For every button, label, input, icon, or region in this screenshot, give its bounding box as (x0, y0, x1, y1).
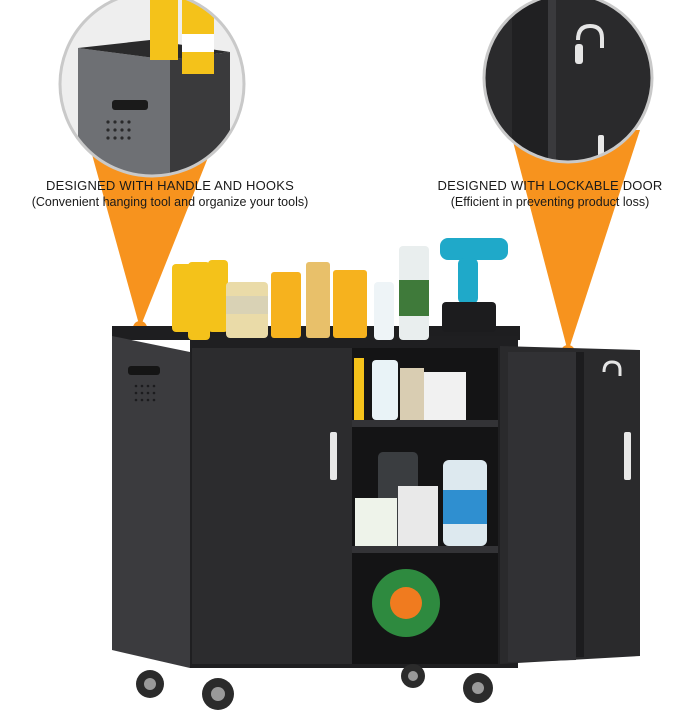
feature-subtitle-handle: (Convenient hanging tool and organize yo… (31, 195, 309, 209)
feature-subtitle-lock: (Efficient in preventing product loss) (450, 195, 650, 209)
left-door-handle (330, 432, 337, 480)
zoom-circle-handle (58, 0, 246, 178)
zoom-circle-lock (482, 0, 654, 164)
top-items (172, 238, 508, 340)
feature-title-lock: DESIGNED WITH LOCKABLE DOOR (437, 178, 663, 193)
feature-caption-handle: DESIGNED WITH HANDLE AND HOOKS (Convenie… (0, 178, 340, 209)
feature-title-handle: DESIGNED WITH HANDLE AND HOOKS (46, 178, 294, 193)
wheels (136, 664, 493, 710)
cabinet-contents (354, 358, 487, 637)
callout-cone-left (88, 140, 215, 328)
callout-cone-right (510, 130, 640, 352)
right-door-handle (624, 432, 631, 480)
feature-caption-lock: DESIGNED WITH LOCKABLE DOOR (Efficient i… (420, 178, 679, 209)
